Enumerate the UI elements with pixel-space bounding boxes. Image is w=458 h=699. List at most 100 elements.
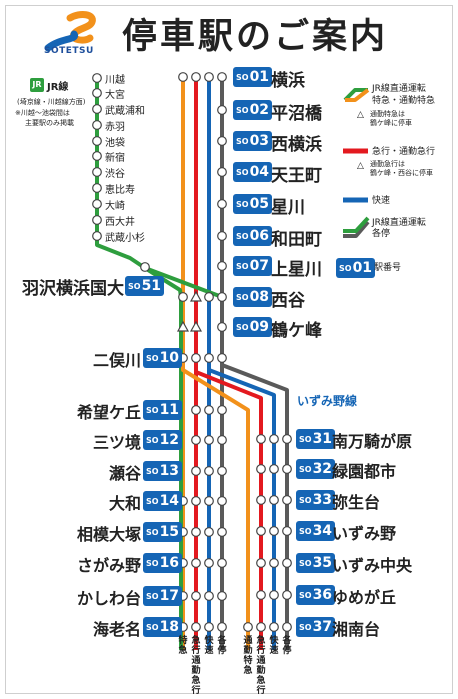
jr-stop-marker bbox=[92, 73, 102, 83]
station-code: SO15 bbox=[143, 522, 183, 542]
jr-note-line-1: ※川越〜池袋間は bbox=[15, 109, 70, 117]
stop-marker bbox=[269, 434, 279, 444]
station-code: SO14 bbox=[143, 491, 183, 511]
stop-marker bbox=[217, 558, 227, 568]
jr-badge-icon: JR bbox=[30, 78, 44, 92]
jr-stop-marker bbox=[92, 199, 102, 209]
stop-marker bbox=[282, 495, 292, 505]
stop-marker bbox=[282, 590, 292, 600]
legend-local-swatch bbox=[343, 220, 370, 238]
stop-marker bbox=[217, 435, 227, 445]
jr-station-name: 渋谷 bbox=[105, 169, 125, 180]
legend-rapid: 急行・通勤急行 bbox=[372, 147, 436, 157]
service-type-label: 通勤特急 bbox=[243, 636, 253, 676]
stop-marker bbox=[256, 622, 266, 632]
stop-marker bbox=[217, 527, 227, 537]
stop-marker bbox=[204, 622, 214, 632]
stop-marker bbox=[191, 496, 201, 506]
jr-stop-marker bbox=[92, 151, 102, 161]
station-code: SO36 bbox=[296, 585, 336, 605]
stop-marker bbox=[269, 590, 279, 600]
stop-marker bbox=[204, 435, 214, 445]
brand-name: SOTETSU bbox=[44, 46, 94, 56]
station-code: SO12 bbox=[143, 430, 183, 450]
station-code: SO08 bbox=[233, 287, 273, 307]
stop-marker bbox=[204, 496, 214, 506]
jr-station-name: 新宿 bbox=[105, 153, 125, 164]
stop-marker bbox=[204, 527, 214, 537]
triangle-icon: △ bbox=[357, 161, 364, 171]
stop-marker bbox=[217, 322, 227, 332]
station-name: 天王町 bbox=[271, 166, 322, 186]
stop-marker bbox=[217, 105, 227, 115]
station-name: 大和 bbox=[108, 494, 141, 513]
station-code: SO35 bbox=[296, 553, 336, 573]
jr-station-name: 武蔵小杉 bbox=[105, 233, 145, 244]
station-name: 緑園都市 bbox=[332, 462, 397, 481]
stop-marker bbox=[256, 590, 266, 600]
page-title: 停車駅のご案内 bbox=[122, 17, 389, 57]
stop-marker bbox=[217, 72, 227, 82]
station-code: SO01 bbox=[233, 67, 273, 87]
jr-stop-marker bbox=[92, 120, 102, 130]
station-name: 西谷 bbox=[271, 291, 305, 311]
station-name: 希望ケ丘 bbox=[76, 403, 141, 422]
stop-marker bbox=[217, 136, 227, 146]
legend-note-rapid-1: 通勤急行は bbox=[370, 160, 405, 168]
station-code: SO05 bbox=[233, 194, 273, 214]
station-code: SO13 bbox=[143, 461, 183, 481]
station-code: SO09 bbox=[233, 317, 273, 337]
station-code: SO04 bbox=[233, 162, 273, 182]
station-name: さがみ野 bbox=[76, 556, 141, 575]
stop-marker bbox=[191, 558, 201, 568]
stop-marker bbox=[191, 591, 201, 601]
jr-stop-marker bbox=[92, 215, 102, 225]
conditional-stop-marker bbox=[189, 290, 203, 302]
stop-marker bbox=[256, 558, 266, 568]
rapid-branch-line bbox=[194, 358, 263, 650]
stop-marker bbox=[178, 72, 188, 82]
stop-marker bbox=[269, 495, 279, 505]
izumino-line-title: いずみ野線 bbox=[297, 394, 358, 408]
station-name: 相模大塚 bbox=[76, 525, 141, 544]
station-name: 二俣川 bbox=[92, 351, 141, 370]
jr-stop-marker bbox=[92, 136, 102, 146]
stop-marker bbox=[217, 261, 227, 271]
station-code: SO33 bbox=[296, 490, 336, 510]
service-type-label: 急行通勤急行 bbox=[191, 636, 201, 696]
jr-station-name: 西大井 bbox=[105, 217, 135, 228]
stop-marker bbox=[191, 466, 201, 476]
jr-connector-line bbox=[95, 236, 223, 299]
station-name: 西横浜 bbox=[271, 135, 322, 155]
jr-stop-marker bbox=[92, 167, 102, 177]
station-name: 鶴ケ峰 bbox=[271, 321, 322, 341]
kaisoku-branch-line bbox=[207, 358, 276, 650]
stop-marker bbox=[217, 353, 227, 363]
stop-marker bbox=[269, 558, 279, 568]
legend-jr-local-1: JR線直通運転 bbox=[372, 218, 426, 228]
stop-marker bbox=[217, 591, 227, 601]
legend-jr-express-2: 特急・通勤特急 bbox=[372, 96, 436, 106]
stop-marker bbox=[243, 622, 253, 632]
station-name: 瀬谷 bbox=[108, 464, 141, 483]
jr-stop-marker bbox=[140, 262, 150, 272]
station-code: SO37 bbox=[296, 617, 336, 637]
station-name: 羽沢横浜国大 bbox=[22, 279, 124, 299]
station-code: SO10 bbox=[143, 348, 183, 368]
stop-marker bbox=[191, 72, 201, 82]
legend-jr-local-swatch bbox=[343, 216, 370, 233]
stop-marker bbox=[217, 292, 227, 302]
jr-note-line-2: 主要駅のみ掲載 bbox=[25, 119, 74, 127]
jr-station-name: 恵比寿 bbox=[105, 185, 135, 196]
station-name: 海老名 bbox=[92, 620, 141, 639]
jr-station-name: 大宮 bbox=[105, 90, 125, 101]
station-name: 三ツ境 bbox=[92, 433, 141, 452]
stop-marker bbox=[204, 558, 214, 568]
station-name: 横浜 bbox=[271, 71, 305, 91]
stop-marker bbox=[204, 591, 214, 601]
triangle-icon: △ bbox=[357, 110, 364, 120]
express-branch-line bbox=[181, 358, 250, 650]
stop-marker bbox=[269, 464, 279, 474]
legend-jr-swatch bbox=[343, 88, 368, 102]
stop-marker bbox=[282, 464, 292, 474]
